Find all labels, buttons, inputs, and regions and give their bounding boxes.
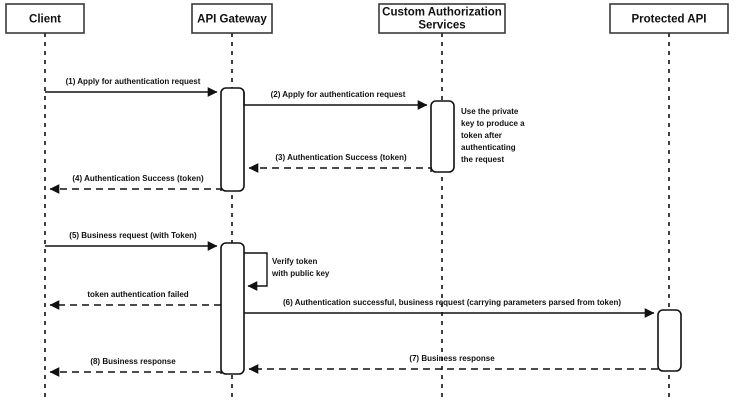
- participant-client[interactable]: Client: [5, 3, 85, 34]
- message-4-line: [49, 184, 222, 194]
- message-6-authentication-successful-business-request[interactable]: (6) Authentication successful, business …: [244, 298, 655, 318]
- note-private-key-line-2: key to produce a: [461, 119, 525, 128]
- message-6-label: (6) Authentication successful, business …: [283, 298, 621, 307]
- message-5-business-request-with-token[interactable]: (5) Business request (with Token): [45, 231, 218, 251]
- message-2-apply-for-authentication-request[interactable]: (2) Apply for authentication request: [243, 90, 428, 110]
- participant-protected-api[interactable]: Protected API: [609, 3, 729, 34]
- lifelines-group: [44, 33, 670, 398]
- activation-bars-group: [220, 87, 682, 375]
- activation-bar-protected-api[interactable]: [657, 309, 682, 372]
- message-8-line: [49, 367, 222, 377]
- self-message-verify-token[interactable]: Verify token with public key: [244, 252, 330, 291]
- message-5-label: (5) Business request (with Token): [69, 231, 197, 240]
- message-1-apply-for-authentication-request[interactable]: (1) Apply for authentication request: [45, 77, 218, 97]
- message-4-authentication-success-token[interactable]: (4) Authentication Success (token): [49, 174, 222, 194]
- participant-box-protected-api[interactable]: [609, 3, 729, 34]
- participant-label-custom-authorization-services-line1: Custom Authorization: [382, 7, 502, 19]
- self-message-verify-token-label-line1: Verify token: [272, 257, 317, 266]
- message-8-business-response[interactable]: (8) Business response: [49, 357, 222, 377]
- message-token-authentication-failed-label: token authentication failed: [87, 290, 188, 299]
- message-3-label: (3) Authentication Success (token): [275, 153, 407, 162]
- participant-custom-authorization-services[interactable]: Custom Authorization Services: [378, 3, 506, 34]
- message-4-label: (4) Authentication Success (token): [72, 174, 204, 183]
- note-private-key-line-1: Use the private: [461, 107, 519, 116]
- participant-box-client[interactable]: [5, 3, 85, 34]
- note-private-key-line-4: authenticating: [461, 143, 516, 152]
- message-2-line: [243, 92, 428, 110]
- activation-bar-api-gateway-business[interactable]: [220, 242, 245, 375]
- participant-box-api-gateway[interactable]: [191, 3, 273, 34]
- message-1-label: (1) Apply for authentication request: [66, 77, 201, 86]
- self-message-verify-token-line: [244, 252, 268, 291]
- participant-label-client: Client: [29, 14, 61, 26]
- participant-api-gateway[interactable]: API Gateway: [191, 3, 273, 34]
- message-8-label: (8) Business response: [90, 357, 176, 366]
- note-private-key-line-5: the request: [461, 155, 504, 164]
- participant-label-protected-api: Protected API: [632, 14, 707, 26]
- note-private-key: Use the private key to produce a token a…: [461, 107, 525, 164]
- message-3-authentication-success-token[interactable]: (3) Authentication Success (token): [248, 153, 432, 173]
- message-3-line: [248, 163, 432, 173]
- message-7-label: (7) Business response: [409, 354, 495, 363]
- activation-bar-api-gateway-auth[interactable]: [220, 87, 245, 192]
- participant-label-api-gateway: API Gateway: [197, 14, 267, 26]
- self-message-verify-token-label-line2: with public key: [271, 269, 330, 278]
- note-private-key-line-3: token after: [461, 131, 502, 140]
- message-7-business-response[interactable]: (7) Business response: [248, 354, 658, 374]
- activation-bar-auth-service[interactable]: [430, 100, 455, 173]
- participant-box-custom-authorization-services[interactable]: [378, 3, 506, 34]
- message-token-authentication-failed[interactable]: token authentication failed: [49, 290, 221, 310]
- message-2-label: (2) Apply for authentication request: [271, 90, 406, 99]
- participant-label-custom-authorization-services-line2: Services: [418, 20, 465, 32]
